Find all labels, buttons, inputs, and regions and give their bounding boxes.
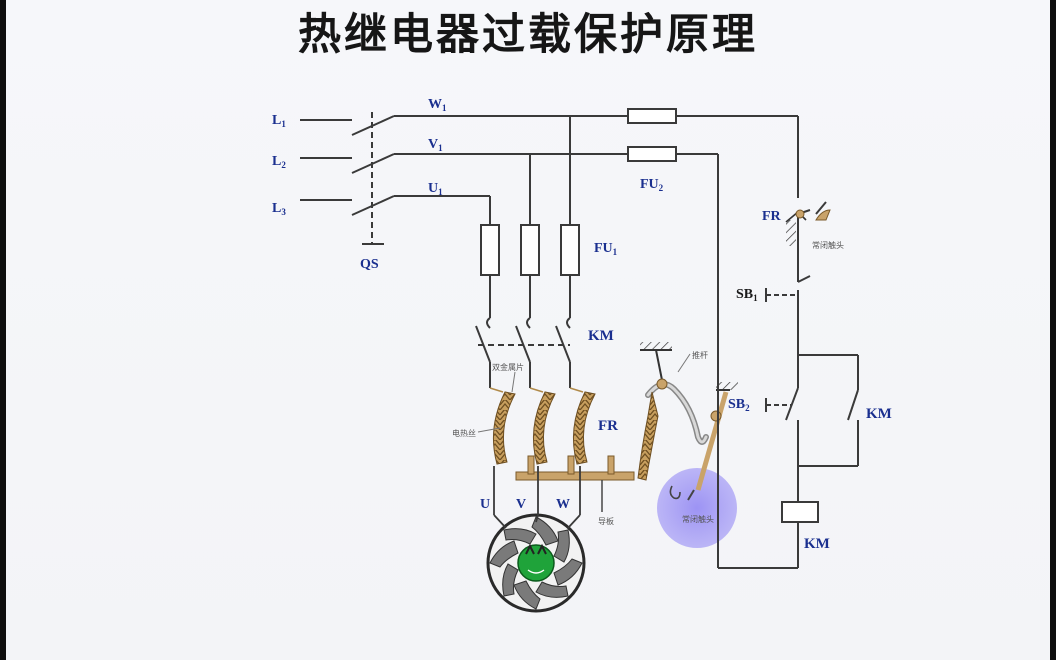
motor-leads [493, 466, 581, 529]
label-l3: L3 [272, 201, 286, 217]
note-heater: 电热丝 [452, 428, 476, 438]
label-km-aux: KM [866, 406, 892, 422]
label-w: W [556, 497, 570, 512]
note-nc-contact-mech: 常闭触头 [682, 514, 714, 524]
note-bimetal: 双金属片 [492, 362, 524, 372]
label-u1: U1 [428, 181, 443, 197]
fuse-fu1 [480, 224, 580, 276]
label-v: V [516, 497, 526, 512]
label-fu2: FU2 [640, 177, 664, 193]
push-rod-assembly [637, 342, 709, 481]
right-border [1050, 0, 1056, 660]
label-fr-main: FR [598, 418, 618, 434]
fr-control-contact [785, 209, 831, 246]
label-km-coil: KM [804, 536, 830, 552]
label-sb2: SB2 [728, 397, 750, 413]
label-l2: L2 [272, 154, 286, 170]
page-title: 热继电器过载保护原理 [298, 10, 758, 60]
three-phase-input [300, 112, 798, 245]
note-nc-contact-ctrl: 常闭触头 [812, 240, 844, 250]
guide-plate [515, 455, 635, 481]
note-push-rod: 推杆 [692, 350, 708, 360]
label-l1: L1 [272, 113, 286, 129]
labels: L1 L2 L3 W1 V1 U1 QS FU1 FU2 KM FR FR SB… [272, 97, 892, 552]
label-km-main: KM [588, 328, 614, 344]
label-fu1: FU1 [594, 241, 618, 257]
motor [486, 513, 586, 613]
note-leaders [477, 353, 691, 433]
label-u: U [480, 497, 490, 512]
label-fr-ctrl: FR [762, 209, 782, 224]
label-sb1: SB1 [736, 287, 758, 303]
control-circuit [717, 116, 859, 569]
left-border [0, 0, 6, 660]
thermal-elements [489, 387, 596, 465]
fuse-fu2 [627, 108, 677, 162]
label-w1: W1 [428, 97, 447, 113]
label-qs: QS [360, 257, 379, 272]
note-guide-plate: 导板 [598, 516, 614, 526]
label-v1: V1 [428, 137, 443, 153]
main-circuit-wires [475, 275, 571, 388]
